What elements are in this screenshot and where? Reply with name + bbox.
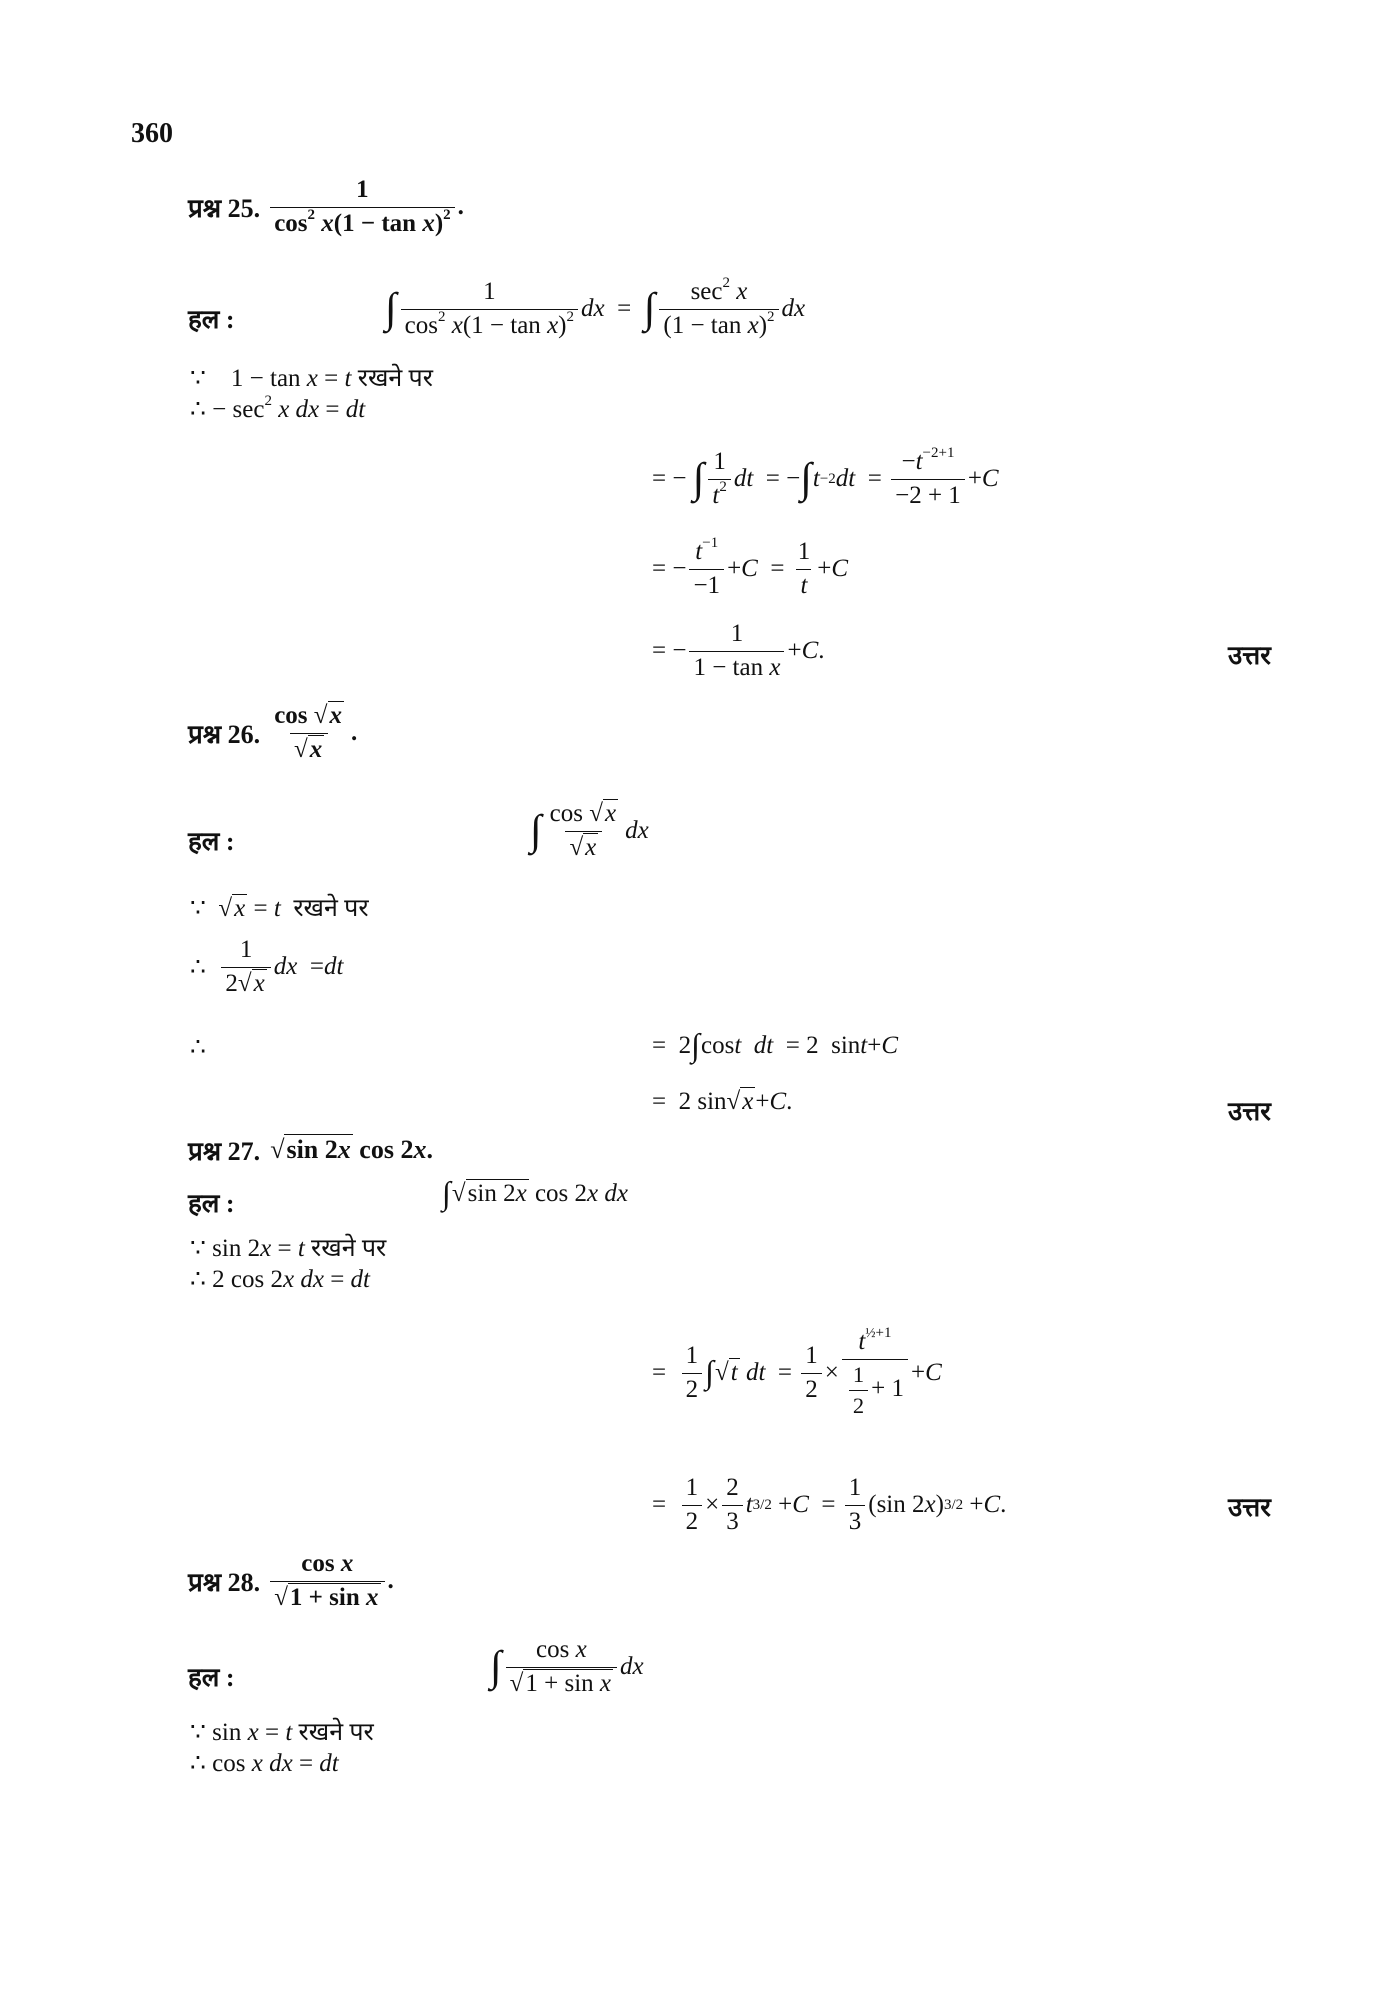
q25-substitution-2: ∴ − sec2 x dx = dt <box>190 393 366 424</box>
question-26-label: प्रश्न 26. <box>188 720 261 750</box>
question-28: प्रश्न 28. cos x √1 + sin x . <box>188 1550 394 1613</box>
question-26-expression: cos √x √x <box>274 701 344 763</box>
question-27: प्रश्न 27. √sin 2x cos 2x. <box>188 1132 433 1168</box>
q27-answer-label: उत्तर <box>1228 1493 1271 1522</box>
question-28-expression: cos x √1 + sin x <box>270 1550 385 1613</box>
q26-substitution-1: ∵ √x = t रखने पर <box>190 894 369 922</box>
question-25-label: प्रश्न 25. <box>188 194 261 224</box>
q26-step-1: = 2∫cos t dt = 2 sin t + C <box>652 1028 899 1064</box>
question-27-label: प्रश्न 27. <box>188 1137 261 1166</box>
question-26: प्रश्न 26. cos √x √x . <box>188 701 358 763</box>
q27-substitution-1: ∵ sin 2x = t रखने पर <box>190 1235 387 1262</box>
q26-step-2: = 2 sin √x + C. <box>652 1087 793 1115</box>
question-27-expression: √sin 2x cos 2x. <box>270 1134 433 1164</box>
q25-solution-label: हल : <box>188 305 235 334</box>
q28-solution-integral: ∫ cos x√1 + sin x dx <box>490 1636 644 1697</box>
q27-substitution-2: ∴ 2 cos 2x dx = dt <box>190 1266 370 1293</box>
q28-substitution-2: ∴ cos x dx = dt <box>190 1750 339 1777</box>
q26-answer-label: उत्तर <box>1228 1097 1271 1126</box>
page-number: 360 <box>131 118 173 149</box>
q25-answer-label: उत्तर <box>1228 641 1271 670</box>
question-28-label: प्रश्न 28. <box>188 1568 261 1598</box>
q25-substitution-1: ∵ 1 − tan x = t रखने पर <box>190 365 433 392</box>
question-25: प्रश्न 25. 1 cos2 x(1 − tan x)2 . <box>188 176 464 239</box>
q28-substitution-1: ∵ sin x = t रखने पर <box>190 1719 374 1746</box>
q26-solution-label: हल : <box>188 827 235 856</box>
q28-solution-label: हल : <box>188 1663 235 1692</box>
q26-therefore: ∴ <box>190 1034 206 1061</box>
q27-solution-label: हल : <box>188 1189 235 1218</box>
question-25-expression: 1 cos2 x(1 − tan x)2 <box>270 176 455 239</box>
q26-solution-integral: ∫ cos √x√x dx <box>530 799 649 861</box>
